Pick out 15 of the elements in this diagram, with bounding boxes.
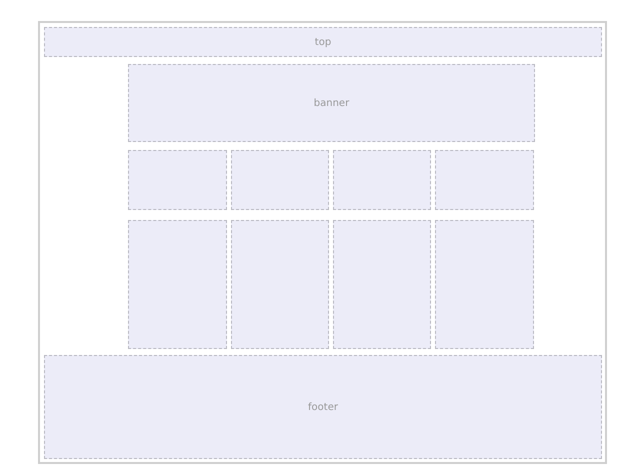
layout-block [128, 220, 227, 349]
block-label: banner [314, 98, 350, 108]
layout-block [44, 27, 602, 57]
layout-block [231, 150, 329, 210]
layout-block [435, 220, 534, 349]
layout-block [128, 64, 535, 142]
layout-block [333, 150, 431, 210]
block-label: top [314, 36, 332, 48]
layout-block [128, 150, 227, 210]
block-label: footer [308, 402, 338, 412]
layout-block [333, 220, 431, 349]
layout-block [231, 220, 329, 349]
page-frame [38, 21, 607, 464]
layout-block [435, 150, 534, 210]
layout-block [44, 355, 602, 459]
